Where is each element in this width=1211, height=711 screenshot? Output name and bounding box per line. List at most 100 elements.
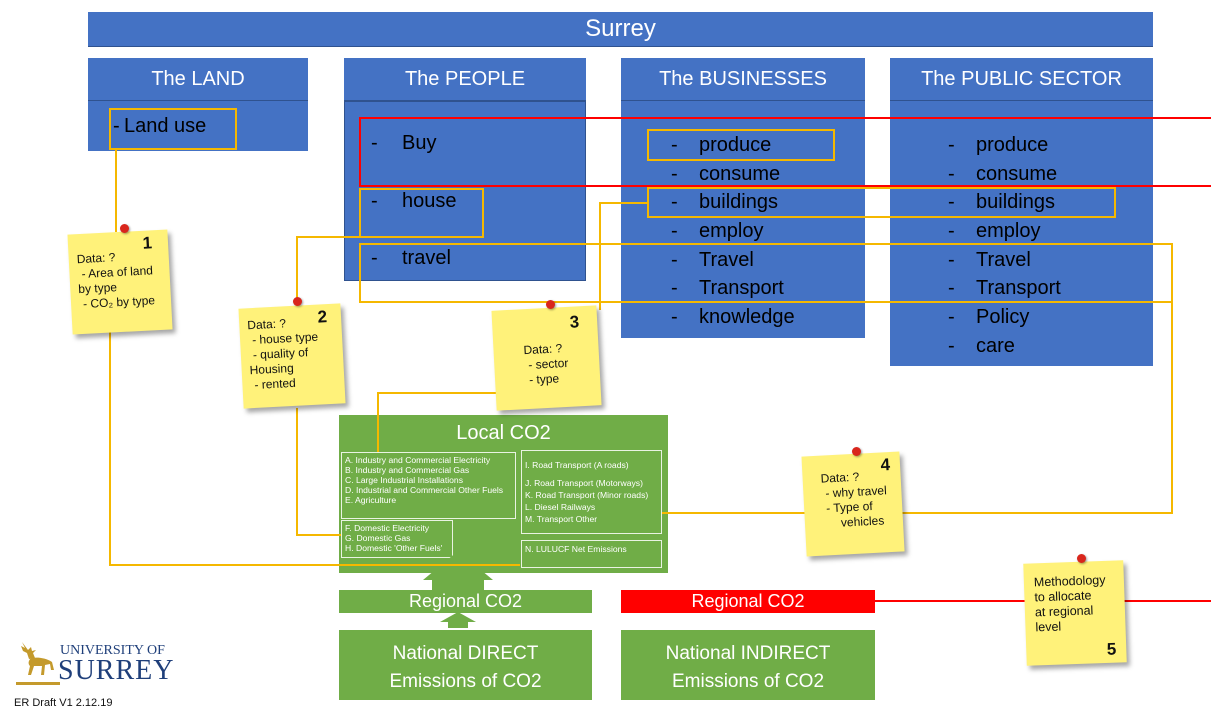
businesses-item-label: knowledge (699, 306, 795, 329)
businesses-header: The BUSINESSES (621, 58, 865, 101)
logo-line2: SURREY (58, 655, 175, 686)
pin-icon (852, 447, 861, 456)
businesses-item-label: employ (699, 220, 764, 243)
local-co2-category: J. Road Transport (Motorways) (525, 478, 643, 488)
note-line: Methodology (1033, 572, 1106, 590)
businesses-section: -produce -consume -buildings -employ -Tr… (621, 101, 865, 338)
logo-line1: UNIVERSITY OF (60, 643, 165, 658)
dash: - (948, 334, 955, 357)
diagram-title: Surrey (88, 12, 1153, 47)
dash: - (371, 247, 378, 269)
land-header: The LAND (88, 58, 308, 101)
pin-icon (293, 297, 302, 306)
dash: - (671, 277, 678, 300)
local-co2-category: A. Industry and Commercial Electricity (345, 455, 491, 465)
dash: - (948, 191, 955, 214)
dash: - (371, 132, 378, 154)
dash: - (671, 162, 678, 185)
dash: - (948, 162, 955, 185)
note-line: level (1035, 619, 1062, 635)
people-item-label: house (402, 190, 457, 212)
local-co2-group-i: I. Road Transport (A roads) J. Road Tran… (521, 450, 662, 534)
businesses-item-label: Transport (699, 277, 784, 300)
businesses-item-label: Travel (699, 248, 754, 271)
pin-icon (120, 224, 129, 233)
local-co2-category: K. Road Transport (Minor roads) (525, 490, 649, 500)
note-line: - CO₂ by type (82, 293, 156, 311)
public-sector-section: -produce -consume -buildings -employ -Tr… (890, 101, 1153, 366)
public-item-label: consume (976, 162, 1058, 185)
dash: - (671, 306, 678, 329)
dash: - (671, 220, 678, 243)
local-co2-category: E. Agriculture (345, 495, 397, 505)
note-line: - rented (254, 375, 297, 392)
local-co2-category: G. Domestic Gas (345, 533, 411, 543)
public-item-label: Travel (976, 248, 1031, 271)
dash: - (948, 220, 955, 243)
land-section: - Land use (88, 101, 308, 151)
people-item-label: Buy (402, 132, 437, 154)
public-sector-header: The PUBLIC SECTOR (890, 58, 1153, 101)
note-number: 1 (142, 233, 153, 253)
people-section: - Buy - house - travel (344, 101, 586, 281)
pin-icon (546, 300, 555, 309)
local-co2-group-a: A. Industry and Commercial Electricity B… (341, 452, 516, 519)
local-co2-group-n: N. LULUCF Net Emissions (521, 540, 662, 568)
national-indirect-line: National INDIRECT (665, 643, 831, 664)
public-item-label: employ (976, 220, 1041, 243)
note-4: 4 Data: ? - why travel - Type of vehicle… (801, 451, 905, 557)
people-item: - Buy (371, 132, 436, 155)
local-co2-group-f: F. Domestic Electricity G. Domestic Gas … (341, 520, 453, 558)
local-co2-category: N. LULUCF Net Emissions (525, 544, 627, 554)
regional-co2-indirect: Regional CO2 (621, 590, 875, 613)
note-number: 4 (880, 455, 891, 475)
land-dash: - (113, 115, 120, 137)
note-number: 3 (569, 312, 580, 332)
dash: - (671, 134, 678, 156)
local-co2-category: H. Domestic 'Other Fuels' (345, 543, 443, 553)
note-number: 5 (1106, 639, 1117, 659)
university-logo: UNIVERSITY OF SURREY (14, 640, 184, 688)
public-item-label: care (976, 334, 1015, 357)
dash: - (948, 134, 955, 156)
link-note2-local (296, 408, 341, 536)
national-direct-emissions: National DIRECT Emissions of CO2 (339, 630, 592, 700)
people-header: The PEOPLE (344, 58, 586, 101)
dash: - (948, 248, 955, 271)
note-1: 1 Data: ? - Area of land by type - CO₂ b… (67, 229, 173, 335)
national-indirect-emissions: National INDIRECT Emissions of CO2 (621, 630, 875, 700)
note-number: 2 (317, 307, 328, 327)
national-direct-line: National DIRECT (392, 643, 539, 664)
people-item-label: travel (402, 247, 451, 269)
local-co2-category: M. Transport Other (525, 514, 598, 524)
businesses-item-label: produce (699, 134, 772, 156)
note-3: 3 Data: ? - sector - type (491, 305, 602, 411)
local-co2-category: I. Road Transport (A roads) (525, 460, 629, 470)
people-item: - house (371, 190, 457, 213)
dash: - (671, 191, 678, 214)
land-item-label: Land use (124, 115, 207, 137)
public-item-label: Transport (976, 277, 1061, 300)
local-co2-category: F. Domestic Electricity (345, 523, 430, 533)
local-co2-title: Local CO2 (456, 422, 551, 444)
regional-co2-direct: Regional CO2 (339, 590, 592, 613)
businesses-item-label: consume (699, 162, 781, 185)
footer-version: ER Draft V1 2.12.19 (14, 697, 113, 709)
pin-icon (1077, 554, 1086, 563)
dash: - (671, 248, 678, 271)
public-item-label: Policy (976, 306, 1030, 329)
people-item: - travel (371, 247, 451, 270)
public-item-label: produce (976, 134, 1049, 156)
local-co2-category: D. Industrial and Commercial Other Fuels (345, 485, 504, 495)
dash: - (371, 190, 378, 212)
national-direct-line: Emissions of CO2 (389, 671, 542, 692)
public-item-label: buildings (976, 191, 1055, 214)
local-co2-category: L. Diesel Railways (525, 502, 596, 512)
stag-icon (16, 642, 60, 685)
dash: - (948, 277, 955, 300)
note-2: 2 Data: ? - house type - quality of Hous… (238, 303, 346, 409)
note-5: 5 Methodology to allocate at regional le… (1023, 560, 1127, 666)
note-line: - type (528, 371, 560, 387)
up-arrow-small (440, 612, 476, 628)
local-co2-category: B. Industry and Commercial Gas (345, 465, 470, 475)
